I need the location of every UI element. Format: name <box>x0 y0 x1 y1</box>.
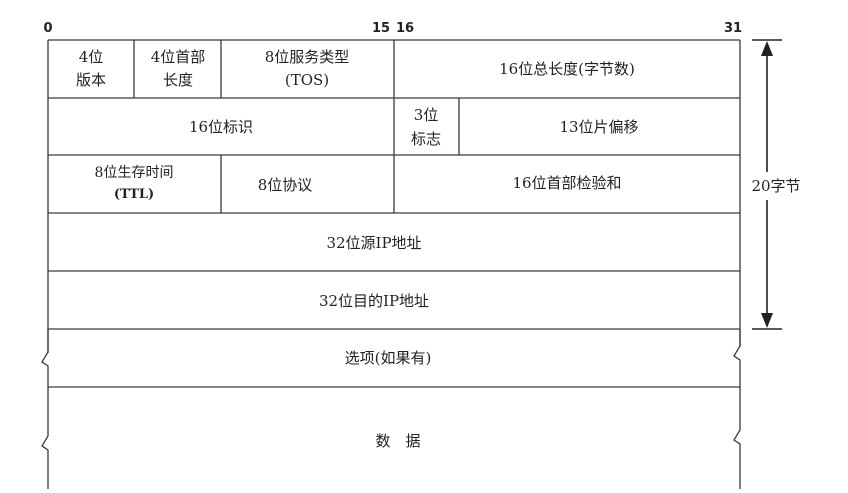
options-label: 选项(如果有) <box>345 349 432 367</box>
data-label: 数 据 <box>375 432 420 450</box>
right-break-edge <box>733 329 741 489</box>
ttl-label-2: (TTL) <box>114 187 154 202</box>
identification-label: 16位标识 <box>189 118 253 136</box>
source-ip-label: 32位源IP地址 <box>326 234 421 252</box>
protocol-label: 8位协议 <box>258 176 313 194</box>
total-length-label: 16位总长度(字节数) <box>499 60 635 78</box>
dest-ip-label: 32位目的IP地址 <box>319 292 429 310</box>
header-length-label-1: 4位首部 <box>151 48 206 66</box>
tos-label-1: 8位服务类型 <box>265 48 350 66</box>
bit-label-31: 31 <box>724 21 742 36</box>
version-label-1: 4位 <box>79 48 104 66</box>
tos-label-2: (TOS) <box>285 71 329 89</box>
bit-label-15: 15 <box>372 21 390 36</box>
down-arrowhead-icon <box>761 313 773 328</box>
version-label-2: 版本 <box>76 71 106 89</box>
bit-label-16: 16 <box>396 21 414 36</box>
header-size-label: 20字节 <box>751 177 800 195</box>
left-break-edge <box>41 329 49 489</box>
up-arrowhead-icon <box>761 41 773 56</box>
fragment-offset-label: 13位片偏移 <box>559 118 638 136</box>
header-length-label-2: 长度 <box>163 71 193 89</box>
bit-label-0: 0 <box>43 21 52 36</box>
checksum-label: 16位首部检验和 <box>512 174 621 192</box>
ttl-label-1: 8位生存时间 <box>95 165 174 181</box>
flags-label-2: 标志 <box>411 130 441 148</box>
flags-label-1: 3位 <box>414 106 439 124</box>
